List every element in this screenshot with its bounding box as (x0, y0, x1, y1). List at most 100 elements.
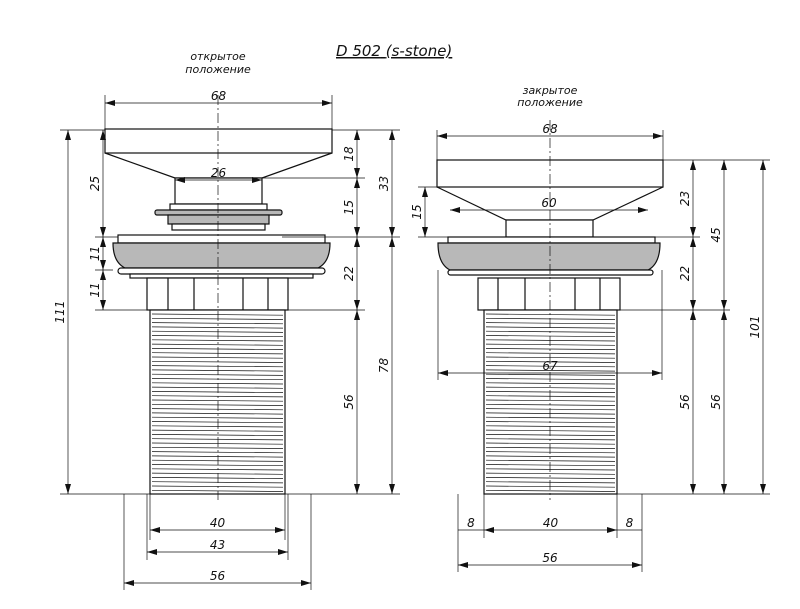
thread-line (151, 472, 284, 475)
dimension-open-body-length: 78 (377, 237, 395, 494)
dimension-closed-thread-width: 40 (484, 516, 617, 533)
dimension-value: 56 (542, 551, 558, 565)
dimension-value: 22 (678, 266, 692, 281)
dimension-value: 111 (53, 301, 67, 324)
thread-line (151, 408, 284, 411)
thread-line (485, 468, 616, 471)
dimension-value: 56 (709, 394, 723, 410)
closed-flange (437, 242, 661, 271)
open-flange (112, 242, 331, 269)
thread-line (485, 438, 616, 441)
thread-line (485, 485, 616, 488)
dimension-open-thread-inner: 40 (150, 516, 285, 533)
thread-line (485, 330, 616, 333)
thread-line (485, 365, 616, 368)
dimension-open-total-top: 33 (377, 130, 395, 237)
dimension-value: 43 (210, 538, 225, 552)
dimension-value: 26 (211, 166, 227, 180)
dimension-open-bottom-width: 56 (124, 569, 311, 586)
dimension-value: 8 (626, 516, 634, 530)
thread-line (151, 451, 284, 454)
dimension-open-overall: 111 (53, 130, 71, 494)
dimension-value: 101 (748, 316, 762, 339)
thread-line (485, 386, 616, 389)
thread-line (485, 317, 616, 320)
dimension-value: 45 (709, 227, 723, 242)
thread-line (151, 348, 284, 350)
thread-line (151, 395, 284, 398)
thread-line (485, 442, 616, 445)
thread-line (485, 429, 616, 432)
dimension-open-cap-height: 18 (342, 130, 360, 178)
thread-line (151, 459, 284, 462)
dimension-value: 15 (410, 204, 424, 219)
dimension-open-lift: 25 (88, 130, 106, 237)
closed-ring (447, 236, 656, 244)
dimension-closed-thread-length: 56 (678, 310, 696, 494)
dimension-closed-flange-width: 60 (450, 196, 648, 213)
dimension-closed-cap-height: 23 (678, 160, 696, 237)
thread-line (151, 442, 284, 445)
thread-line (151, 416, 284, 419)
dimension-value: 11 (88, 246, 102, 261)
thread-line (151, 356, 284, 359)
thread-line (485, 421, 616, 424)
thread-line (151, 382, 284, 385)
thread-line (485, 464, 616, 467)
dimension-value: 56 (342, 394, 356, 410)
thread-line (485, 343, 616, 346)
thread-line (151, 421, 284, 424)
open-caption-1: открытое (190, 50, 246, 63)
dimension-value: 40 (210, 516, 226, 530)
closed-position-view (436, 120, 664, 500)
dimension-open-ring1: 11 (88, 237, 106, 270)
dimension-value: 56 (210, 569, 226, 583)
thread-line (485, 481, 616, 484)
dimension-value: 23 (678, 191, 692, 206)
thread-line (151, 481, 284, 484)
thread-line (151, 429, 284, 432)
thread-line (151, 399, 284, 402)
thread-line (151, 378, 284, 381)
thread-line (151, 369, 284, 372)
open-stem (174, 177, 263, 205)
thread-line (485, 425, 616, 428)
thread-line (151, 438, 284, 441)
thread-line (151, 343, 284, 346)
dimension-value: 8 (467, 516, 475, 530)
dimension-closed-overall: 101 (748, 160, 766, 494)
dimension-open-stem-width: 26 (175, 166, 262, 183)
thread-line (485, 472, 616, 475)
thread-line (151, 477, 284, 479)
thread-line (151, 485, 284, 488)
thread-line (151, 326, 284, 329)
open-caption-2: положение (185, 63, 251, 76)
dimension-value: 56 (678, 394, 692, 410)
thread-line (485, 335, 616, 338)
thread-line (151, 391, 284, 393)
thread-line (485, 455, 616, 458)
thread-line (151, 412, 284, 415)
thread-line (151, 425, 284, 428)
thread-line (485, 356, 616, 359)
thread-line (151, 434, 284, 436)
dimension-open-flange-height: 22 (342, 237, 360, 310)
thread-line (485, 322, 616, 325)
thread-line (151, 313, 284, 316)
thread-line (485, 477, 616, 479)
thread-line (485, 395, 616, 398)
dimension-open-ring2: 11 (88, 270, 106, 310)
dimension-value: 18 (342, 146, 356, 162)
thread-line (151, 365, 284, 368)
thread-line (485, 348, 616, 350)
thread-line (485, 412, 616, 415)
dimension-closed-top-total: 45 (709, 160, 727, 310)
dimension-value: 60 (541, 196, 557, 210)
thread-line (151, 322, 284, 325)
dimension-open-stem-height: 15 (342, 178, 360, 237)
thread-line (485, 391, 616, 393)
thread-line (485, 403, 616, 406)
thread-line (151, 446, 284, 449)
closed-caption-2: положение (517, 96, 583, 109)
